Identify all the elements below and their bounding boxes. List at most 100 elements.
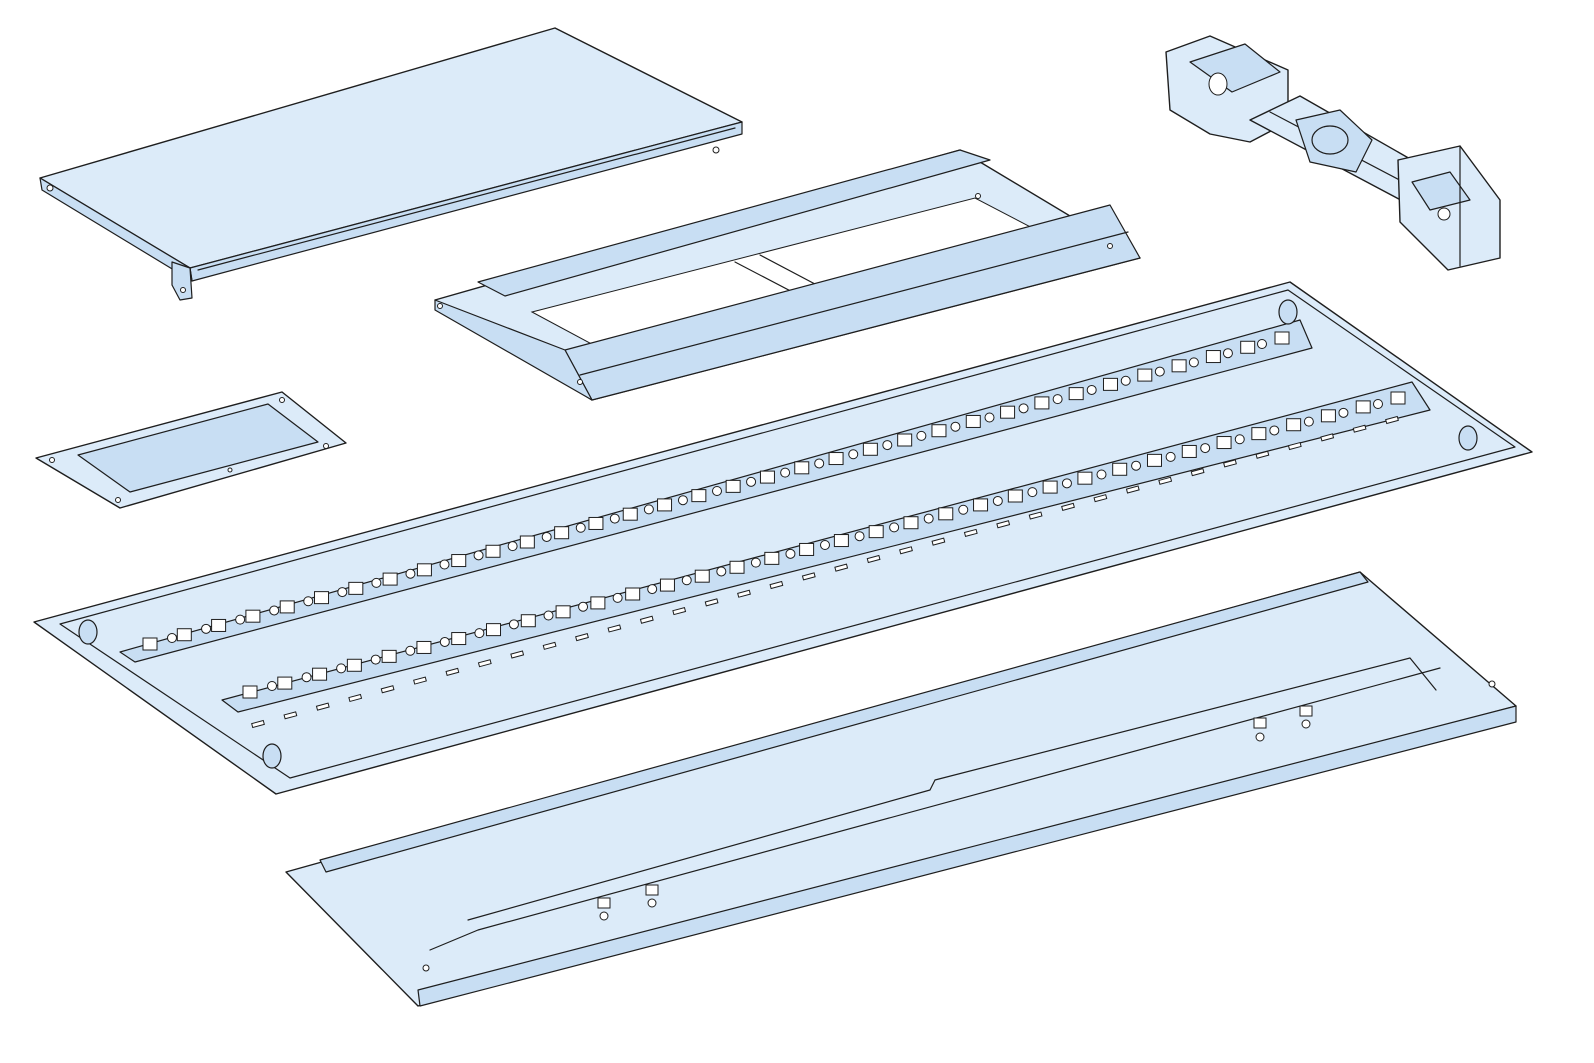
tray-fold-line bbox=[429, 667, 1441, 951]
rail-slot bbox=[866, 554, 881, 564]
rail-square-hole bbox=[1000, 405, 1016, 419]
tray-hole bbox=[422, 964, 430, 972]
cover-plate-side-edge bbox=[39, 177, 193, 282]
rail-slot bbox=[963, 528, 978, 538]
rail-square-hole bbox=[416, 563, 432, 577]
rail-round-hole bbox=[575, 522, 586, 533]
rail-round-hole bbox=[301, 672, 312, 683]
rail-round-hole bbox=[1027, 487, 1038, 498]
rail-round-hole bbox=[508, 619, 519, 630]
rail-square-hole bbox=[381, 649, 397, 663]
rail-round-hole bbox=[507, 541, 518, 552]
lower-rail-holes bbox=[242, 391, 1406, 699]
rail-slot bbox=[639, 615, 654, 624]
rail-square-hole bbox=[277, 676, 293, 690]
rail-round-hole bbox=[716, 566, 727, 577]
tray-rear-lip bbox=[319, 571, 1369, 873]
rail-round-hole bbox=[780, 467, 791, 478]
rail-round-hole bbox=[1373, 399, 1383, 409]
rail-square-hole bbox=[1068, 387, 1084, 401]
rail-slot bbox=[1385, 415, 1399, 425]
rail-square-hole bbox=[625, 587, 641, 601]
rail-slot bbox=[769, 580, 784, 590]
rail-slot bbox=[1320, 433, 1335, 442]
tray-clip bbox=[597, 897, 611, 909]
rail-round-hole bbox=[405, 645, 416, 656]
frame-hole bbox=[975, 193, 981, 199]
rail-square-hole bbox=[1286, 418, 1302, 432]
rail-square-hole bbox=[346, 658, 362, 672]
rail-round-hole bbox=[612, 592, 623, 603]
rail-round-hole bbox=[958, 504, 969, 515]
rail-square-hole bbox=[622, 507, 638, 521]
rail-slot bbox=[1093, 494, 1108, 503]
rail-square-hole bbox=[554, 526, 570, 540]
rail-slot bbox=[1223, 459, 1237, 468]
gland-plate-raised-cover bbox=[77, 403, 319, 493]
rail-square-hole bbox=[211, 618, 227, 632]
gland-plate-hole bbox=[227, 467, 233, 473]
rail-square-hole bbox=[1102, 377, 1118, 391]
rail-round-hole bbox=[303, 596, 314, 607]
rail-slot bbox=[477, 659, 492, 668]
gland-plate-hole bbox=[49, 457, 55, 463]
rail-slot bbox=[1125, 485, 1140, 494]
rail-round-hole bbox=[681, 575, 692, 586]
rail-square-hole bbox=[938, 507, 954, 521]
rail-slot bbox=[542, 641, 557, 650]
rail-square-hole bbox=[1390, 391, 1406, 405]
tray-clip bbox=[1253, 717, 1267, 729]
rail-slot bbox=[899, 546, 913, 555]
rail-round-hole bbox=[848, 449, 859, 460]
channel-tray bbox=[285, 571, 1517, 1007]
rail-round-hole bbox=[746, 476, 757, 487]
rail-square-hole bbox=[828, 452, 844, 466]
upper-rail-holes bbox=[142, 331, 1290, 651]
rail-round-hole bbox=[543, 610, 554, 621]
rail-square-hole bbox=[382, 572, 398, 586]
mechanism-bracket-recess bbox=[1411, 171, 1471, 211]
rail-square-hole bbox=[833, 534, 849, 548]
lower-rail-slots bbox=[251, 415, 1399, 729]
rail-square-hole bbox=[799, 542, 815, 556]
rail-round-hole bbox=[167, 633, 177, 643]
mounting-plate bbox=[33, 281, 1533, 795]
rail-round-hole bbox=[473, 550, 484, 561]
rail-slot bbox=[1255, 450, 1270, 459]
rail-round-hole bbox=[439, 559, 450, 570]
rail-round-hole bbox=[820, 540, 830, 550]
gland-plate bbox=[35, 391, 347, 509]
rail-round-hole bbox=[235, 614, 246, 625]
rail-square-hole bbox=[451, 632, 467, 646]
tray-hole bbox=[1301, 719, 1311, 729]
rail-square-hole bbox=[1112, 462, 1128, 476]
rail-round-hole bbox=[405, 568, 416, 579]
rail-square-hole bbox=[973, 498, 989, 512]
rail-round-hole bbox=[1234, 434, 1245, 445]
frame-hole bbox=[1107, 243, 1113, 249]
rail-square-hole bbox=[312, 667, 328, 681]
rail-square-hole bbox=[142, 637, 158, 651]
tray-front-lip bbox=[417, 705, 1517, 1007]
rail-round-hole bbox=[541, 531, 552, 542]
rail-square-hole bbox=[520, 614, 536, 628]
rail-round-hole bbox=[643, 504, 654, 515]
rail-round-hole bbox=[439, 636, 450, 647]
rail-slot bbox=[1158, 476, 1173, 485]
rail-round-hole bbox=[1096, 469, 1107, 480]
rail-round-hole bbox=[1257, 339, 1267, 349]
cover-plate-hole bbox=[180, 287, 186, 293]
gland-plate-hole bbox=[115, 497, 121, 503]
tray-inner-recess bbox=[467, 657, 1437, 921]
rail-slot bbox=[510, 650, 525, 659]
rail-round-hole bbox=[916, 430, 927, 441]
rail-round-hole bbox=[1120, 375, 1131, 386]
tray-hole bbox=[1255, 732, 1265, 742]
gland-plate-hole bbox=[323, 443, 329, 449]
rail-round-hole bbox=[1154, 366, 1165, 377]
mechanism-bracket-hole bbox=[1437, 207, 1451, 221]
rail-round-hole bbox=[1303, 416, 1314, 427]
rail-slot bbox=[413, 676, 427, 685]
